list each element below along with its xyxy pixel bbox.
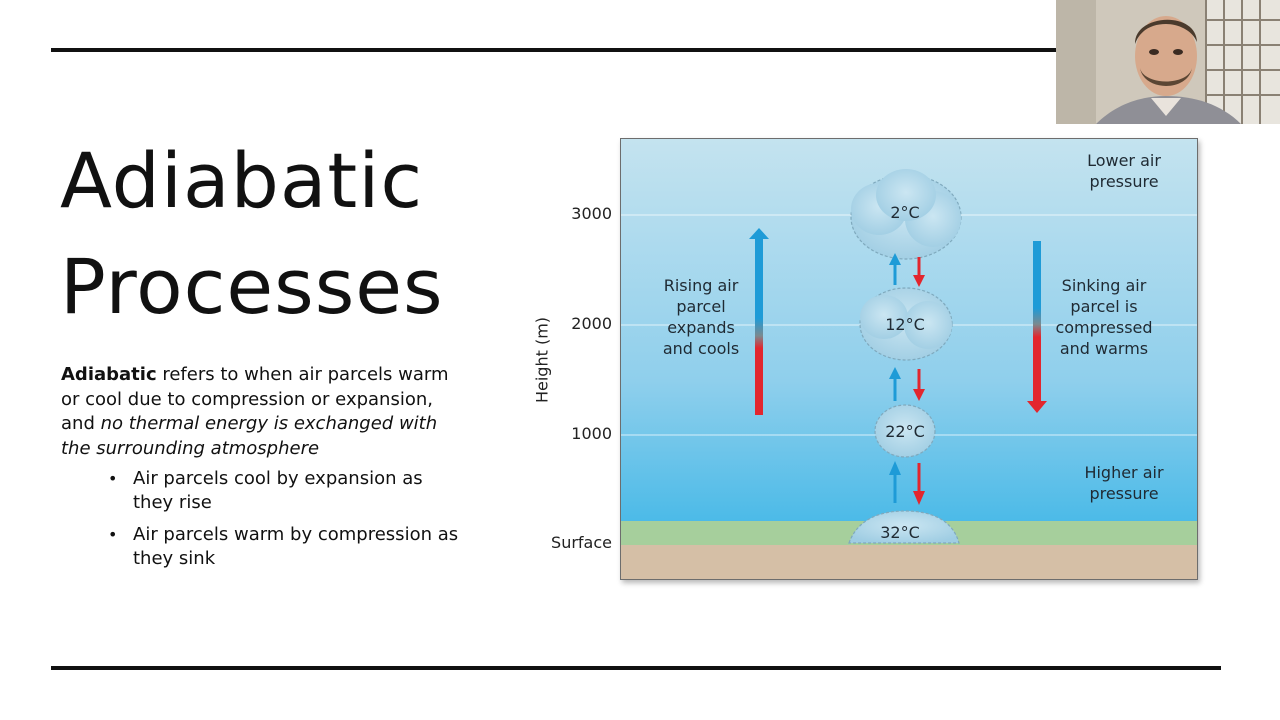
sinking-arrow-shaft [1033,241,1041,401]
ground-layer [621,545,1197,579]
title-line-1: Adiabatic [60,136,424,225]
tick-3000: 3000 [571,204,612,223]
parcel-cloud-1000 [874,404,936,458]
title-line-2: Processes [60,242,444,331]
sinking-arrow-head [1027,401,1047,413]
presenter-webcam [1056,0,1280,124]
parcel-cloud-surface [848,510,960,544]
parcel-cloud-1200 [859,287,953,361]
higher-pressure-label: Higher air pressure [1084,463,1164,503]
parcel-temp-32c: 32°C [880,523,920,542]
slide-body: Adiabatic refers to when air parcels war… [61,363,461,579]
definition-italic: no thermal energy is exchanged with the … [61,413,438,459]
adiabatic-diagram: Lower air pressure Higher air pressure R… [620,138,1198,580]
rising-arrow-shaft [755,239,763,415]
parcel-temp-12c: 12°C [885,315,925,334]
rising-parcel-label: Rising air parcel expands and cools [662,276,740,358]
tick-2000: 2000 [571,314,612,333]
lower-pressure-label: Lower air pressure [1087,151,1161,191]
diagram-graphic [621,139,1197,579]
center-arrows [889,253,925,505]
bullet-item: Air parcels cool by expansion as they ri… [108,467,461,515]
definition-paragraph: Adiabatic refers to when air parcels war… [61,363,461,461]
bullet-item: Air parcels warm by compression as they … [108,523,461,571]
definition-term: Adiabatic [61,364,157,385]
definition-text: refers to when air parcels warm or cool … [61,364,449,434]
tick-1000: 1000 [571,424,612,443]
webcam-video [1056,0,1280,124]
top-rule [51,48,1057,52]
tick-surface: Surface [551,533,612,552]
parcel-cloud-2000 [850,169,962,260]
parcel-temp-22c: 22°C [885,422,925,441]
parcel-temp-2c: 2°C [890,203,920,222]
slide-title: Adiabatic Processes [60,128,540,340]
rising-arrow-head [749,228,769,239]
bottom-rule [51,666,1221,670]
sinking-parcel-label: Sinking air parcel is compressed and war… [1055,276,1153,358]
bullet-list: Air parcels cool by expansion as they ri… [61,467,461,571]
